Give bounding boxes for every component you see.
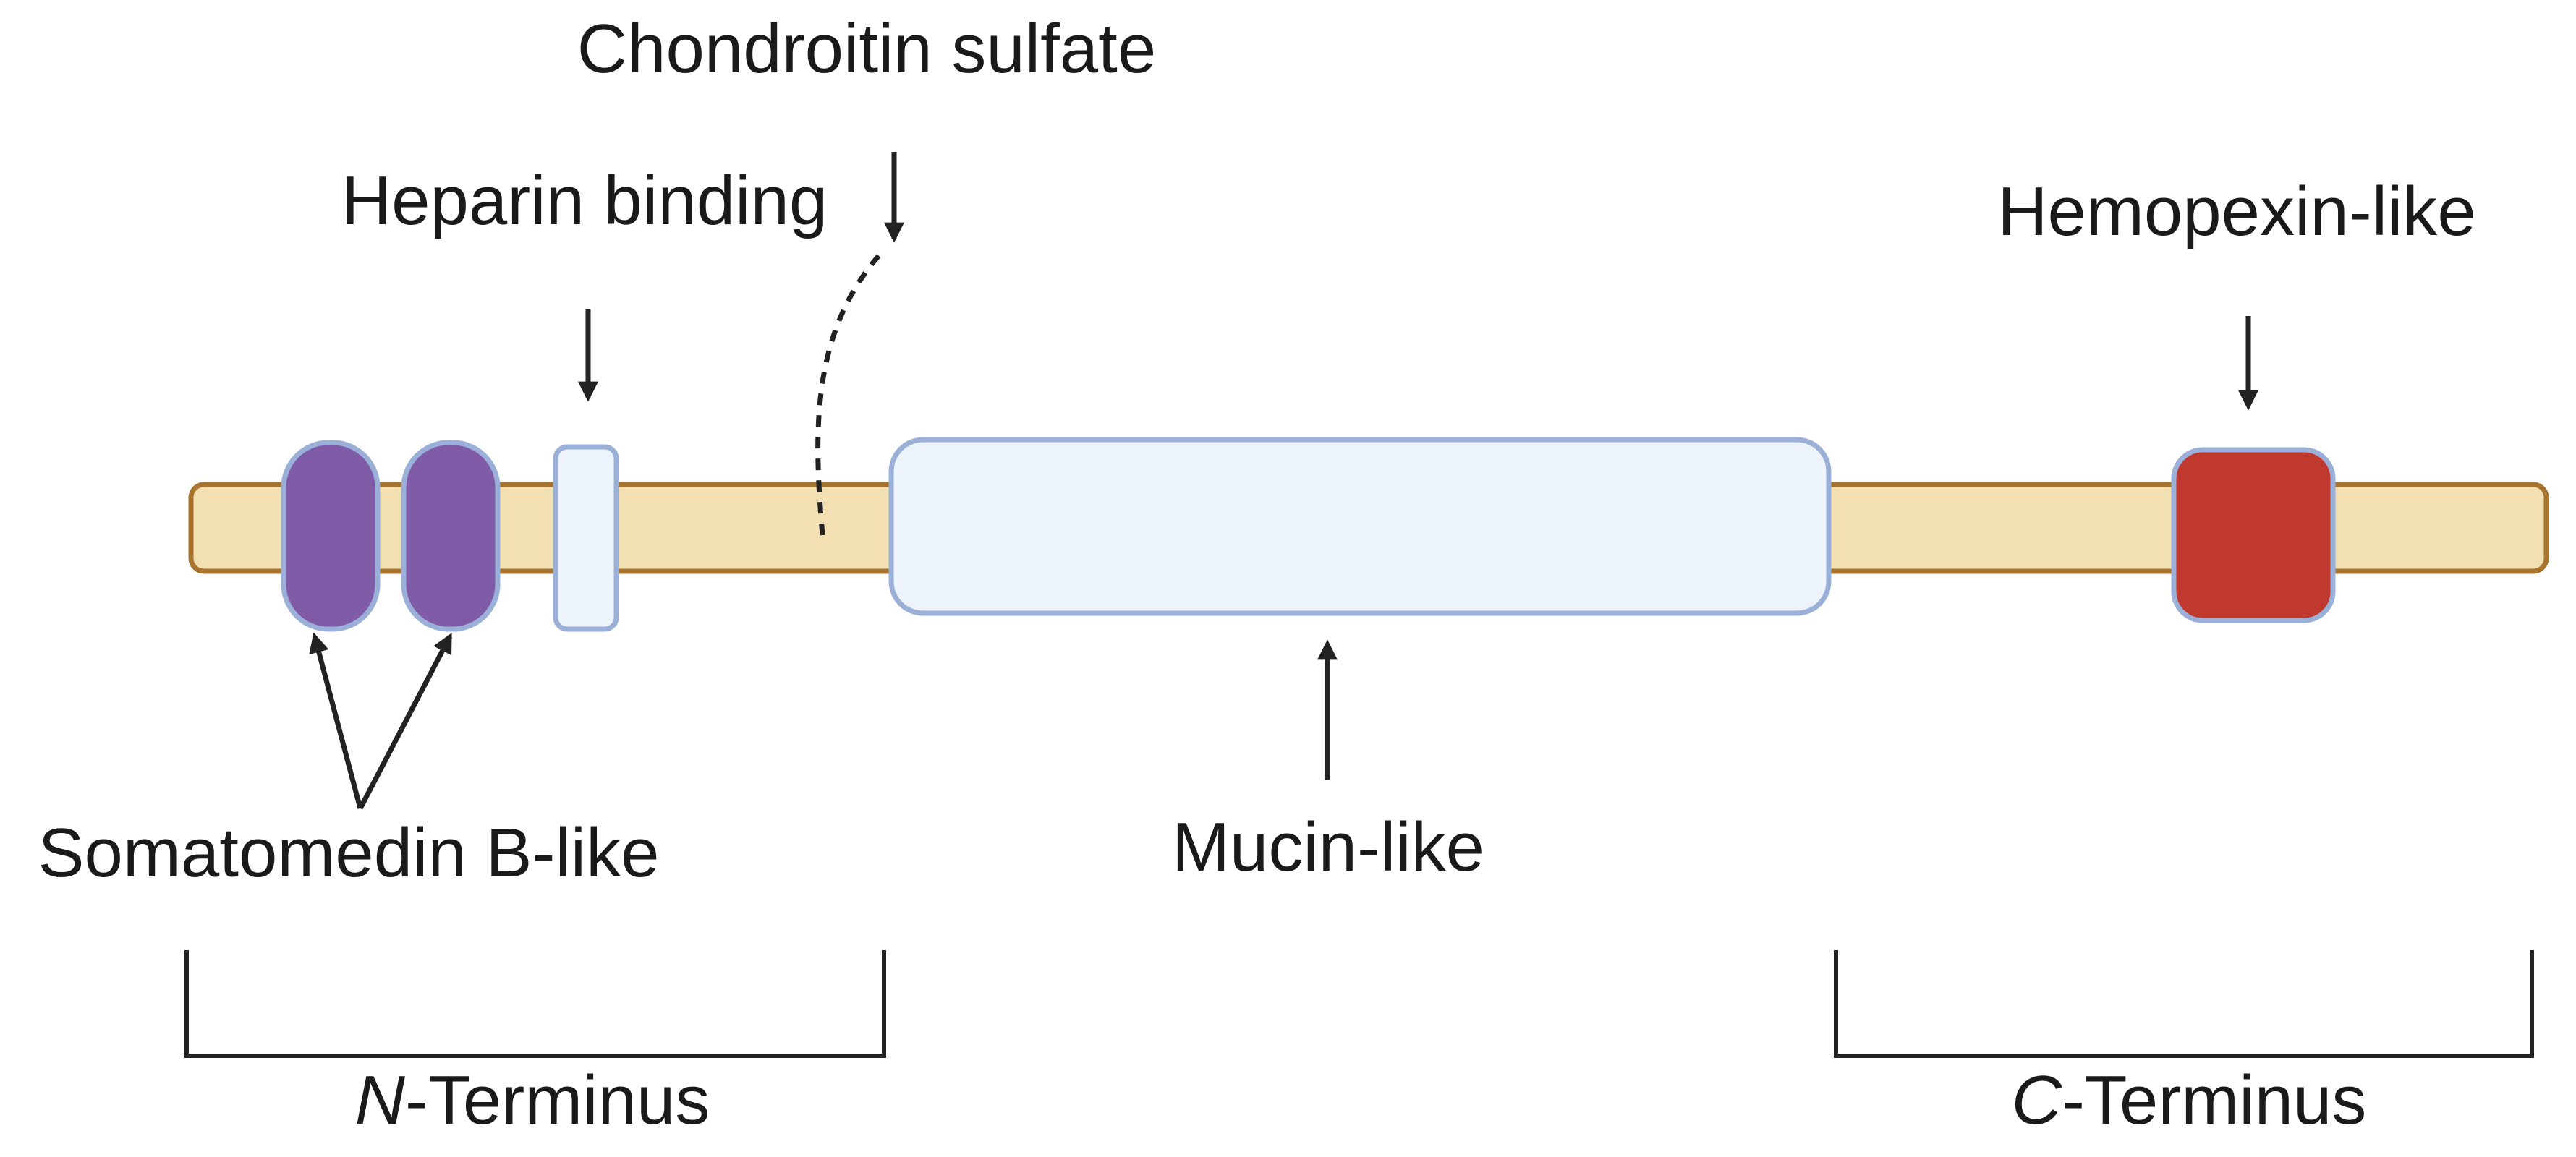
mucin-like-domain [888,437,1832,616]
somatomedin-domain-1 [281,440,381,632]
somatomedin-arrow-1 [309,632,363,809]
somatomedin-domain-2 [401,440,501,632]
somatomedin-b-like-label: Somatomedin B-like [38,814,659,892]
n-terminus-bracket [184,950,886,1058]
n-terminus-rest: -Terminus [405,1062,710,1139]
hemopexin-like-label: Hemopexin-like [1997,173,2476,250]
n-terminus-letter: N [355,1062,406,1139]
chondroitin-sulfate-label: Chondroitin sulfate [577,10,1156,87]
heparin-binding-domain [553,444,619,632]
heparin-binding-label: Heparin binding [341,162,828,239]
n-terminus-label: N-Terminus [355,1062,710,1139]
c-terminus-letter: C [2012,1062,2062,1139]
somatomedin-arrow-2 [357,633,453,810]
hemopexin-domain [2171,447,2336,623]
c-terminus-rest: -Terminus [2062,1062,2366,1139]
c-terminus-label: C-Terminus [2012,1062,2367,1139]
mucin-like-label: Mucin-like [1172,808,1484,886]
c-terminus-bracket [1834,950,2534,1058]
